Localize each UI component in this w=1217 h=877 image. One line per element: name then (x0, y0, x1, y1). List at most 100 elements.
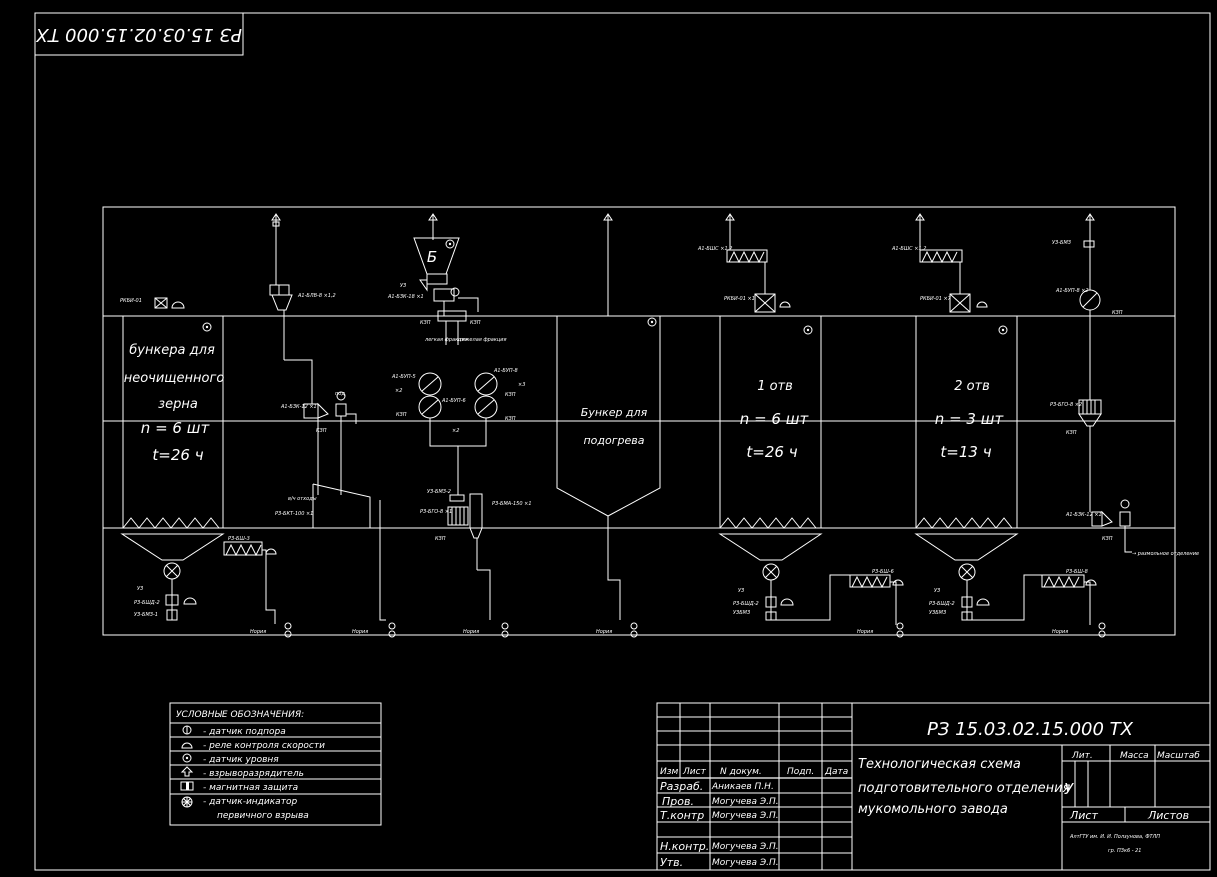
label-heavy-frac: тяжелая фракция (459, 337, 507, 343)
raw-bin-line-3: зерна (158, 397, 198, 412)
magnet-legend-icon (180, 781, 194, 791)
raw-bin-line-4: n = 6 шт (141, 419, 211, 437)
scale-label: Масштаб (1157, 751, 1200, 761)
label-kzp-7: КЗП (435, 536, 446, 542)
label-a1bzk-1: А1-БЗК-12 ×1 (280, 404, 317, 410)
label-uz-4: УЗ (738, 588, 745, 594)
raw-bin-line-5: t=26 ч (152, 446, 203, 464)
col-izm: Изм (660, 767, 679, 777)
label-ablm-1: А1-БЗК-18 ×1 (387, 294, 424, 300)
label-kzp-6: КЗП (505, 416, 516, 422)
elevator-1: А1-БЛВ-8 ×1,2 А1-БЗК-12 ×1 КЗП под в/ч о… (250, 213, 386, 635)
rotated-code-stamp: РЗ 15.03.02.15.000 ТХ (34, 12, 244, 56)
role-row-5: Н.контр. (660, 840, 709, 853)
blast-relief-icon (271, 213, 281, 221)
label-auger-1: А1-БЛВ-8 ×1,2 (297, 293, 336, 299)
legend-item-4: - взрыворазрядитель (203, 769, 304, 779)
label-kzp-4: КЗП (396, 412, 407, 418)
name-row-1: Аникаев П.Н. (711, 782, 774, 792)
label-auger-3: А1-БШС ×1,2 (891, 246, 926, 252)
label-kzp-3: КЗП (470, 320, 481, 326)
label-kzp-2: КЗП (420, 320, 431, 326)
label-uzbmz-3: УЗБМЗ (733, 610, 751, 616)
label-noria-6: Нория (1052, 629, 1068, 635)
col-sign: Подп. (787, 767, 814, 777)
label-rzbshd: РЗ-БШД-2 (134, 600, 160, 606)
role-row-1: Разраб. (660, 780, 703, 793)
col-doc: N докум. (720, 767, 762, 777)
col-date: Дата (824, 767, 848, 777)
title-line-2: подготовительного отделения (858, 781, 1071, 796)
bin1-line-1: 1 отв (757, 379, 793, 394)
separator-column: Б УЗ А1-БЗК-18 ×1 КЗП КЗП легкая фракция… (387, 213, 532, 635)
label-a1bzk-2: А1-БЗК-12 ×1 (1065, 512, 1102, 518)
bin2-line-3: t=13 ч (940, 443, 991, 461)
legend-item-6: - датчик-индикатор (203, 797, 297, 807)
raw-bin-line-2: неочищенного (124, 371, 225, 386)
doc-code: РЗ 15.03.02.15.000 ТХ (927, 719, 1134, 740)
lit-label: Лит. (1071, 751, 1093, 761)
label-uzbmz-4: УЗБМЗ (929, 610, 947, 616)
legend-title: УСЛОВНЫЕ ОБОЗНАЧЕНИЯ: (176, 710, 304, 720)
label-pod-1: под (335, 391, 345, 397)
raw-grain-bins: бункера для неочищенного зерна n = 6 шт … (120, 315, 277, 624)
level-sensor-icon (202, 322, 212, 332)
label-rkbi-2: РКБИ-01 ×1 (724, 296, 755, 302)
label-x2: ×2 (395, 388, 402, 394)
right-column: УЗ-БМЗ А1-БУП-8 ×2 КЗП РЗ-БГО-8 ×2 КЗП А… (1050, 213, 1199, 557)
label-rkbi-3: РКБИ-01 ×7 (920, 296, 952, 302)
legend-item-7: первичного взрыва (217, 811, 309, 821)
backup-sensor-icon (182, 725, 192, 735)
label-rzbma: РЗ-БМА-150 ×1 (492, 501, 532, 507)
bin2-line-1: 2 отв (954, 379, 990, 394)
heat-bin-line-1: Бункер для (581, 406, 648, 419)
label-kzp-9: КЗП (1066, 430, 1077, 436)
label-rzbkt: РЗ-БКТ-100 ×1 (275, 511, 313, 517)
speed-relay-icon (183, 597, 197, 605)
name-row-2: Могучева Э.П. (712, 797, 779, 807)
name-row-6: Могучева Э.П. (712, 858, 779, 868)
raw-bin-line-1: бункера для (129, 343, 215, 358)
label-kzp-8: КЗП (1112, 310, 1123, 316)
legend: УСЛОВНЫЕ ОБОЗНАЧЕНИЯ: - датчик подпора -… (169, 702, 382, 826)
title-line-3: мукомольного завода (858, 802, 1008, 817)
role-row-3: Т.контр (660, 809, 704, 822)
bin2-line-2: n = 3 шт (935, 410, 1005, 428)
label-uz-5: УЗ (934, 588, 941, 594)
label-kzp-10: КЗП (1102, 536, 1113, 542)
speed-relay-legend-icon (181, 742, 193, 749)
explosion-indicator-legend-icon (181, 796, 193, 808)
label-uz-1: УЗ (137, 586, 144, 592)
org-line-2: гр. ПЗк6 - 21 (1108, 848, 1142, 854)
bin1-line-2: n = 6 шт (740, 410, 810, 428)
label-noria-2: Нория (352, 629, 368, 635)
label-x2-b: ×2 (452, 428, 459, 434)
bottom-indicators (284, 622, 1106, 638)
tempering-bins-2: 2 отв n = 3 шт t=13 ч А1-БШС ×1,2 РКБИ-0… (891, 213, 1097, 635)
col-list: Лист (682, 767, 707, 777)
name-row-5: Могучева Э.П. (712, 842, 779, 852)
label-noria-1: Нория (250, 629, 266, 635)
level-sensor-legend-icon (182, 753, 192, 763)
label-uz-2: УЗ-БМЗ-2 (427, 489, 451, 495)
label-rzbsh-1: РЗ-БШ-3 (228, 536, 250, 542)
name-row-3: Могучева Э.П. (712, 811, 779, 821)
sheet-label: Лист (1069, 809, 1098, 822)
mass-label: Масса (1120, 751, 1149, 761)
title-line-1: Технологическая схема (858, 757, 1021, 772)
label-avu-9: А1-БУП-8 ×2 (1055, 288, 1089, 294)
label-kzp-5: КЗП (505, 392, 516, 398)
role-row-2: Пров. (662, 795, 694, 808)
sheet-frame (34, 12, 1211, 871)
label-avu-7: А1-БУП-8 (493, 368, 518, 374)
label-avu-6: А1-БУП-6 (441, 398, 466, 404)
heat-bin-line-2: подогрева (583, 434, 644, 447)
sheets-label: Листов (1147, 809, 1189, 822)
rotated-code-text: РЗ 15.03.02.15.000 ТХ (35, 24, 242, 45)
label-rzbsh-5: РЗ-БШД-2 (929, 601, 955, 607)
role-row-6: Утв. (660, 856, 683, 869)
label-rzbsh-2: РЗ-БШ-6 (872, 569, 894, 575)
org-line-1: АлтГТУ им. И. И. Ползунова, ФТЛП (1069, 834, 1160, 840)
tempering-bins-1: 1 отв n = 6 шт t=26 ч А1-БШС ×1,2 РКБИ-0… (697, 213, 904, 635)
